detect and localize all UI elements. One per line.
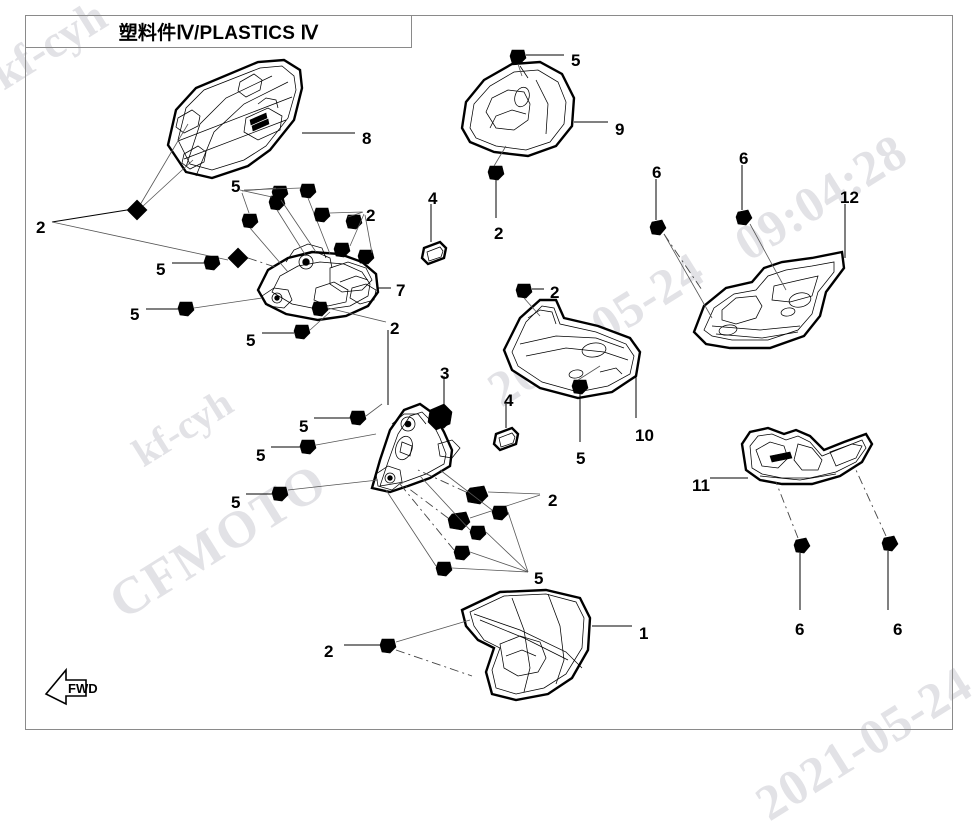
callout-number-6: 6 — [795, 620, 805, 639]
callout-number-4: 4 — [428, 189, 438, 208]
callout-number-2: 2 — [550, 283, 560, 302]
callout-number-2: 2 — [324, 642, 334, 661]
callout-number-5: 5 — [576, 449, 586, 468]
fwd-arrow-icon: FWD — [44, 667, 98, 706]
callout-number-2: 2 — [366, 206, 376, 225]
page-title: 塑料件Ⅳ/PLASTICS Ⅳ — [118, 23, 319, 44]
callout-number-2: 2 — [494, 224, 504, 243]
callout-number-9: 9 — [615, 120, 625, 139]
callout-number-11: 11 — [692, 476, 710, 495]
callout-number-12: 12 — [840, 188, 859, 207]
callout-number-2: 2 — [390, 319, 400, 338]
callout-number-8: 8 — [362, 129, 372, 148]
callout-number-5: 5 — [231, 177, 241, 196]
callout-number-10: 10 — [635, 426, 654, 445]
callout-number-2: 2 — [36, 218, 46, 237]
callout-number-7: 7 — [396, 281, 406, 300]
callout-number-5: 5 — [571, 51, 581, 70]
drawing-frame — [25, 15, 953, 730]
callout-number-5: 5 — [256, 446, 266, 465]
title-box: 塑料件Ⅳ/PLASTICS Ⅳ — [25, 15, 412, 48]
callout-number-6: 6 — [739, 149, 749, 168]
svg-text:FWD: FWD — [68, 681, 98, 696]
callout-number-1: 1 — [639, 624, 649, 643]
callout-number-4: 4 — [504, 391, 514, 410]
callout-number-5: 5 — [299, 417, 309, 436]
callout-number-5: 5 — [534, 569, 544, 588]
callout-number-6: 6 — [893, 620, 903, 639]
callout-number-2: 2 — [548, 491, 558, 510]
callout-number-5: 5 — [156, 260, 166, 279]
callout-number-3: 3 — [440, 364, 450, 383]
callout-number-6: 6 — [652, 163, 662, 182]
callout-number-5: 5 — [231, 493, 241, 512]
callout-number-5: 5 — [130, 305, 140, 324]
callout-number-5: 5 — [246, 331, 256, 350]
